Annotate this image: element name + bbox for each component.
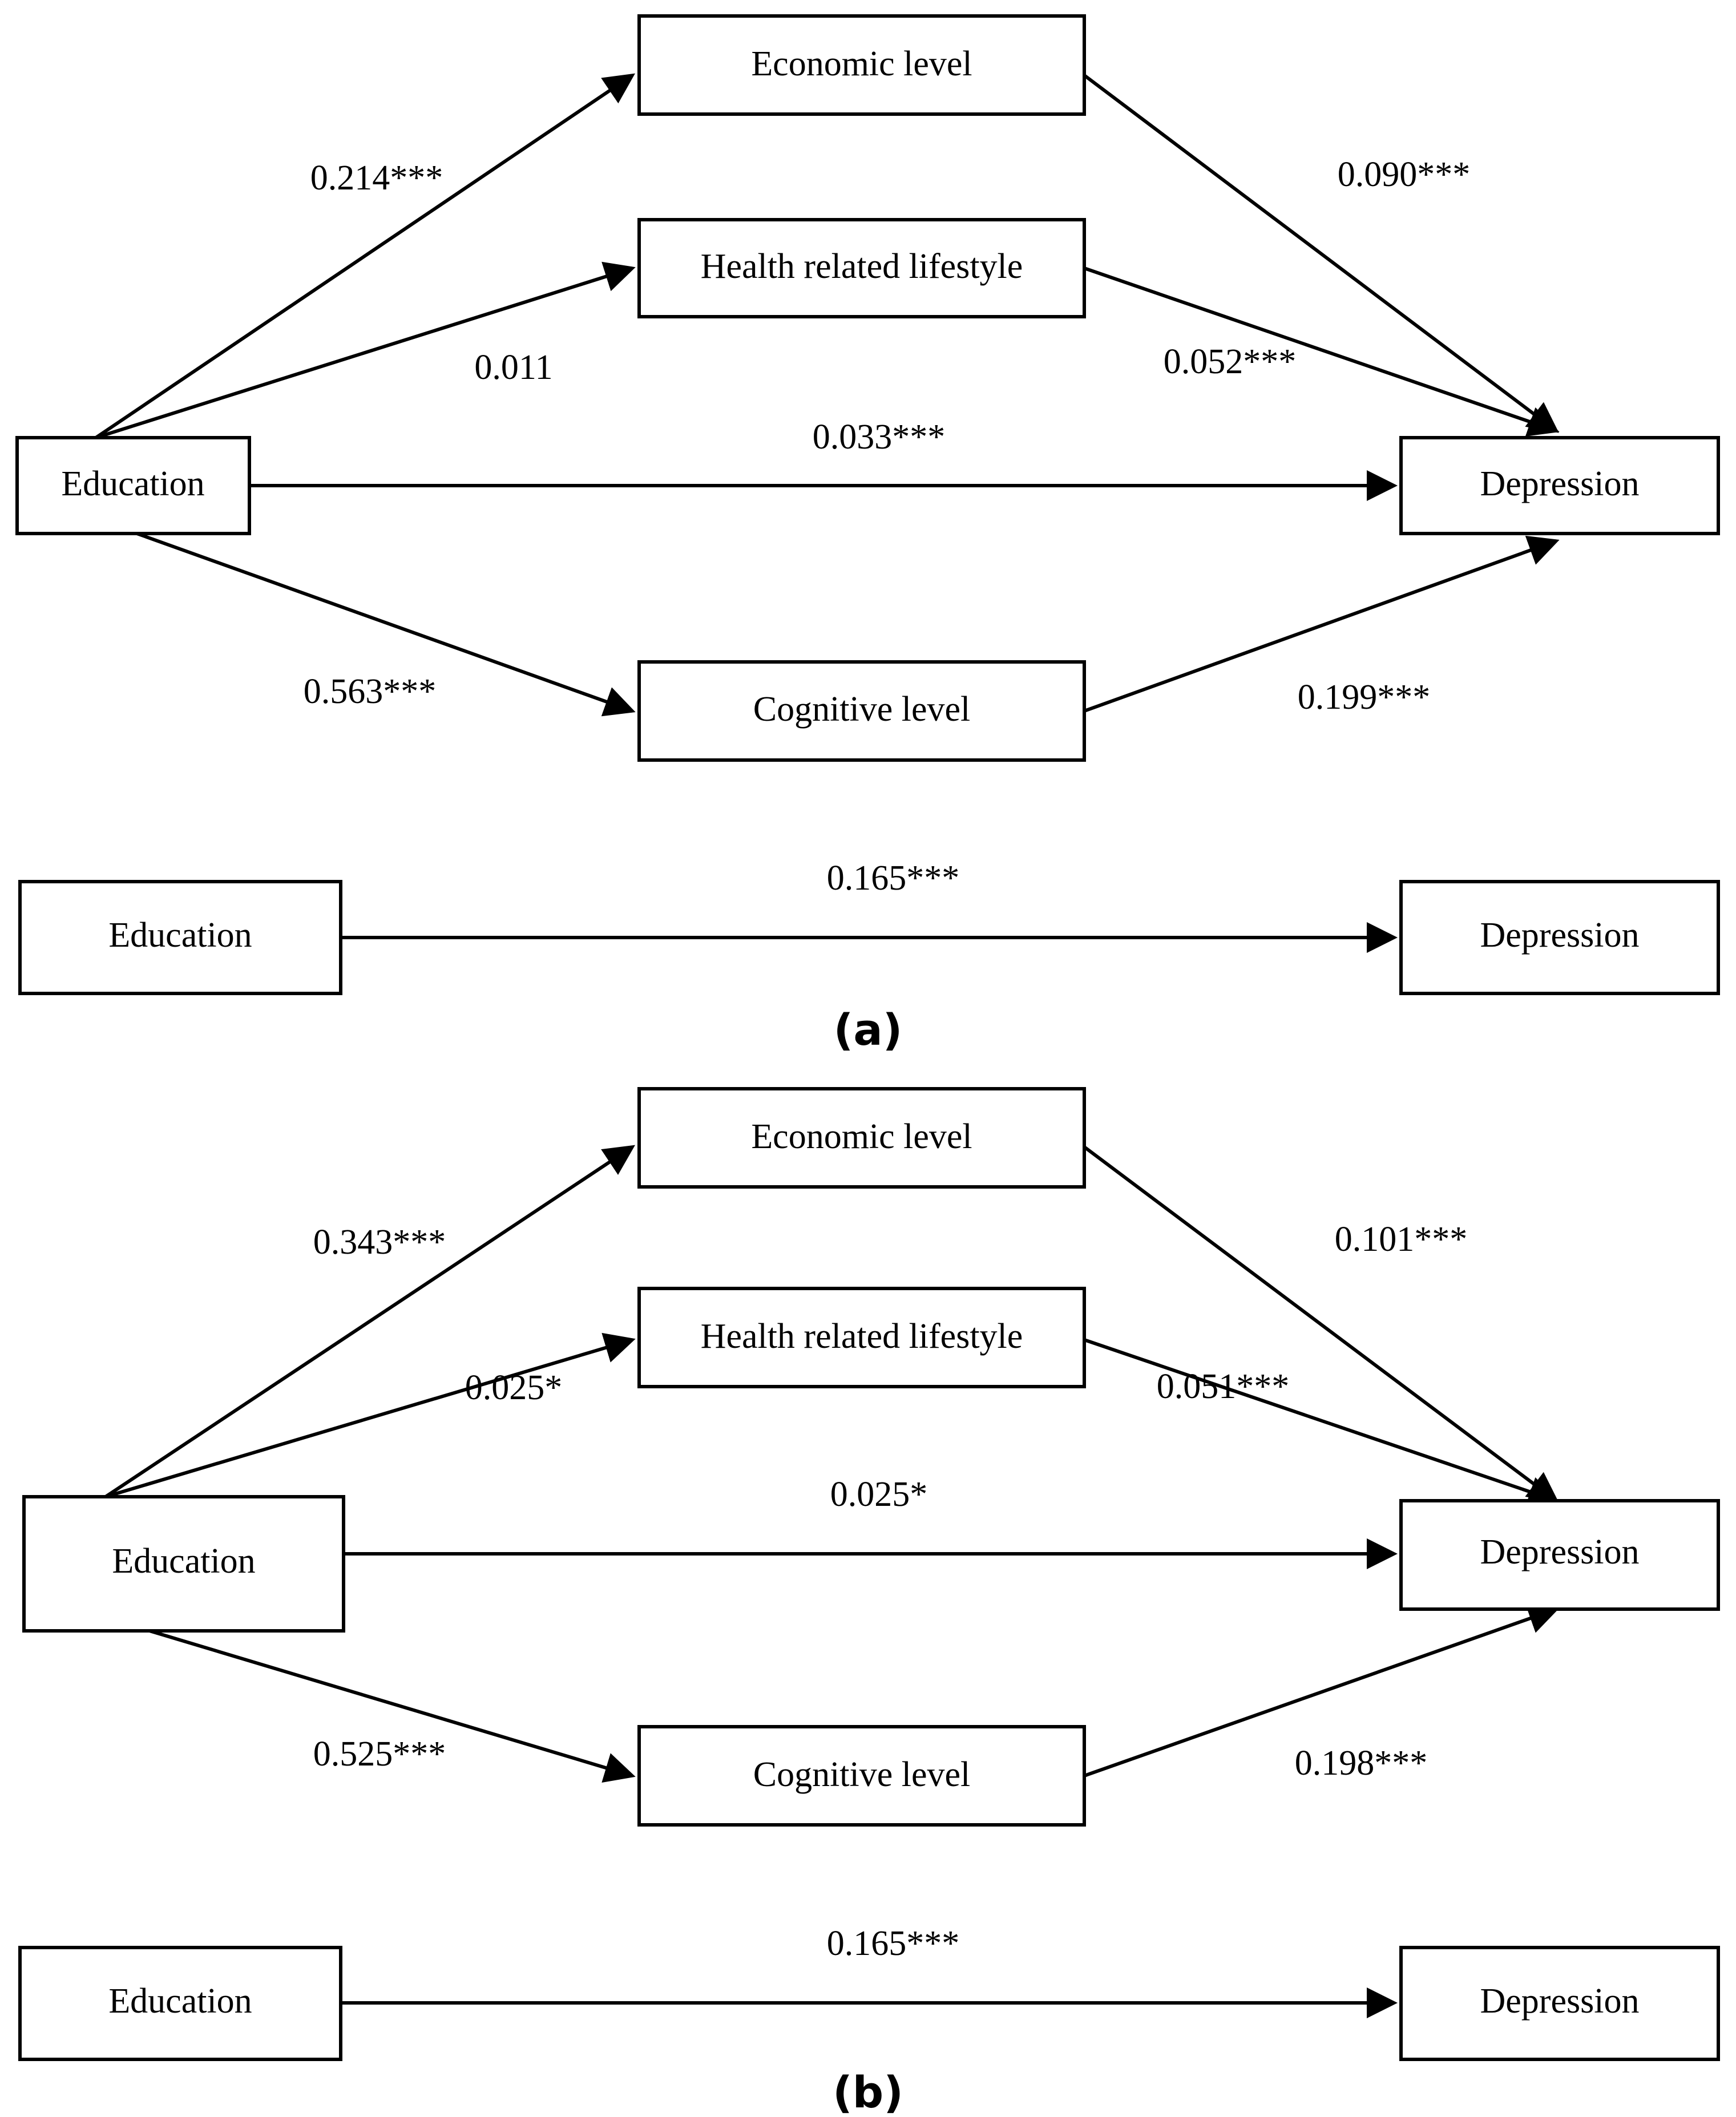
coef-education-to-lifestyle-a: 0.011 <box>474 348 552 387</box>
coef-total-effect-b: 0.165*** <box>827 1924 960 1963</box>
node-education-a-label: Education <box>61 464 204 503</box>
node-cognitive-level-a: Cognitive level <box>637 660 1086 762</box>
node-education-total-b: Education <box>18 1946 342 2061</box>
node-cognitive-level-b-label: Cognitive level <box>753 1755 971 1794</box>
node-depression-total-a-label: Depression <box>1480 916 1640 955</box>
node-economic-level-a-label: Economic level <box>751 45 972 83</box>
edge-education-to-cognitive-b <box>149 1629 636 1783</box>
panel-caption-b: (b) <box>833 2067 903 2117</box>
node-health-related-lifestyle-a-label: Health related lifestyle <box>701 247 1023 286</box>
coef-education-to-depression-direct-b: 0.025* <box>830 1475 928 1514</box>
coef-education-to-economic-b: 0.343*** <box>313 1223 446 1262</box>
edge-cognitive-to-depression-b <box>1084 1603 1560 1777</box>
edge-education-to-economic-a <box>95 73 635 439</box>
node-education-total-a: Education <box>18 880 342 995</box>
coef-cognitive-to-depression-a: 0.199*** <box>1298 678 1431 717</box>
coef-education-to-depression-direct-a: 0.033*** <box>813 418 946 456</box>
coef-cognitive-to-depression-b: 0.198*** <box>1295 1744 1428 1783</box>
node-depression-total-b-label: Depression <box>1480 1982 1640 2021</box>
node-education-total-b-label: Education <box>108 1982 252 2021</box>
coef-education-to-economic-a: 0.214*** <box>310 159 443 197</box>
node-depression-total-a: Depression <box>1399 880 1720 995</box>
node-depression-total-b: Depression <box>1399 1946 1720 2061</box>
node-cognitive-level-a-label: Cognitive level <box>753 690 971 729</box>
coef-economic-to-depression-b: 0.101*** <box>1335 1220 1468 1259</box>
node-education-a: Education <box>15 436 251 535</box>
coef-education-to-lifestyle-b: 0.025* <box>465 1368 563 1407</box>
node-depression-a-label: Depression <box>1480 464 1640 503</box>
edge-lifestyle-to-depression-b <box>1084 1338 1560 1507</box>
panel-caption-a: (a) <box>834 1004 903 1055</box>
coef-education-to-cognitive-b: 0.525*** <box>313 1735 446 1773</box>
node-education-b: Education <box>22 1495 345 1633</box>
coef-lifestyle-to-depression-b: 0.051*** <box>1157 1367 1290 1406</box>
coef-education-to-cognitive-a: 0.563*** <box>304 672 437 711</box>
panel-a: Economic level Health related lifestyle … <box>15 14 1720 1055</box>
panel-b: Economic level Health related lifestyle … <box>18 1087 1720 2117</box>
node-economic-level-b: Economic level <box>637 1087 1086 1189</box>
node-depression-a: Depression <box>1399 436 1720 535</box>
edge-lifestyle-to-depression-a <box>1084 266 1560 437</box>
node-health-related-lifestyle-b-label: Health related lifestyle <box>701 1317 1023 1356</box>
node-cognitive-level-b: Cognitive level <box>637 1725 1086 1827</box>
edge-education-to-lifestyle-b <box>105 1332 636 1498</box>
edge-economic-to-depression-b <box>1083 1145 1559 1503</box>
node-economic-level-a: Economic level <box>637 14 1086 116</box>
node-health-related-lifestyle-a: Health related lifestyle <box>637 218 1086 318</box>
node-health-related-lifestyle-b: Health related lifestyle <box>637 1287 1086 1388</box>
node-education-b-label: Education <box>112 1542 255 1581</box>
coef-total-effect-a: 0.165*** <box>827 859 960 898</box>
edge-education-to-lifestyle-a <box>95 261 636 439</box>
node-depression-b-label: Depression <box>1480 1533 1640 1571</box>
edge-education-to-economic-b <box>104 1145 635 1498</box>
coef-economic-to-depression-a: 0.090*** <box>1338 155 1471 194</box>
edge-economic-to-depression-a <box>1083 74 1559 433</box>
edge-cognitive-to-depression-a <box>1083 535 1560 713</box>
coef-lifestyle-to-depression-a: 0.052*** <box>1164 342 1297 381</box>
node-economic-level-b-label: Economic level <box>751 1117 972 1156</box>
edge-education-to-cognitive-a <box>136 532 636 717</box>
node-education-total-a-label: Education <box>108 916 252 955</box>
node-depression-b: Depression <box>1399 1499 1720 1611</box>
